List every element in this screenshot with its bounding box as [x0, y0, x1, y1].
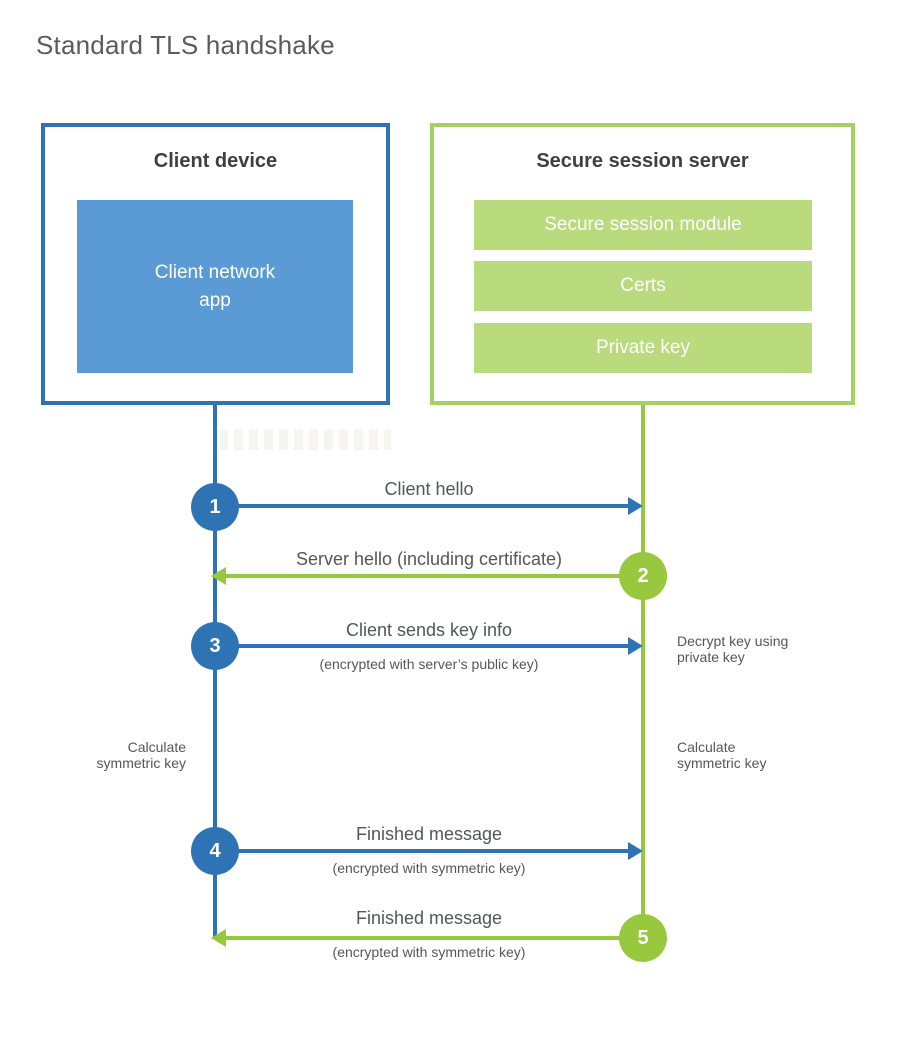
step-2-label: Server hello (including certificate) — [295, 549, 563, 569]
server-module-private-key: Private key — [474, 323, 812, 373]
server-module-secure-session: Secure session module — [474, 200, 812, 250]
step-3-sublabel: (encrypted with server’s public key) — [319, 656, 539, 672]
calculate-symmetric-key-note-server: Calculate symmetric key — [677, 739, 767, 771]
step-4-circle: 4 — [191, 827, 239, 875]
step-4-sublabel: (encrypted with symmetric key) — [332, 860, 526, 876]
step-3-arrowhead-right-icon — [628, 637, 643, 655]
step-4-label: Finished message — [355, 824, 503, 844]
client-network-app-box: Client network app — [77, 200, 353, 373]
step-4-arrow-line — [215, 849, 628, 853]
step-2-arrow-line — [226, 574, 643, 578]
step-2-circle: 2 — [619, 552, 667, 600]
client-lifeline — [213, 405, 217, 939]
server-lifeline — [641, 405, 645, 939]
step-5-sublabel: (encrypted with symmetric key) — [332, 944, 526, 960]
secure-session-server-title: Secure session server — [536, 150, 749, 172]
step-1-number: 1 — [209, 495, 221, 518]
secure-session-server-box: Secure session server Secure session mod… — [430, 123, 855, 405]
client-device-title: Client device — [153, 150, 278, 172]
step-2-arrowhead-left-icon — [211, 567, 226, 585]
step-3-number: 3 — [209, 634, 221, 657]
step-5-arrowhead-left-icon — [211, 929, 226, 947]
server-module-certs: Certs — [474, 261, 812, 311]
step-3-arrow-line — [215, 644, 628, 648]
step-1-label: Client hello — [384, 479, 474, 499]
step-4-number: 4 — [209, 839, 221, 862]
step-5-label: Finished message — [355, 908, 503, 928]
step-3-circle: 3 — [191, 622, 239, 670]
step-5-number: 5 — [637, 926, 649, 949]
calculate-symmetric-key-note-client: Calculate symmetric key — [96, 739, 186, 771]
step-1-circle: 1 — [191, 483, 239, 531]
page-title: Standard TLS handshake — [36, 30, 335, 60]
step-5-arrow-line — [226, 936, 643, 940]
client-device-box: Client device Client network app — [41, 123, 390, 405]
step-5-circle: 5 — [619, 914, 667, 962]
step-2-number: 2 — [637, 564, 649, 587]
step-1-arrow-line — [215, 504, 628, 508]
step-3-label: Client sends key info — [345, 620, 513, 640]
step-1-arrowhead-right-icon — [628, 497, 643, 515]
decrypt-key-note: Decrypt key using private key — [677, 633, 789, 665]
faint-ghost-artifact — [219, 429, 391, 450]
step-4-arrowhead-right-icon — [628, 842, 643, 860]
